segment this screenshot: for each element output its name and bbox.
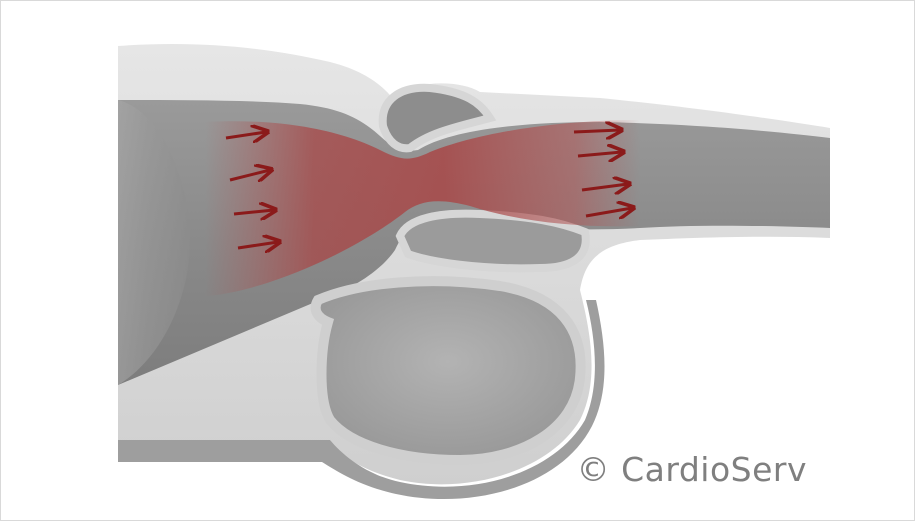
lower-chamber [316, 281, 581, 460]
flow-arrow [574, 130, 620, 132]
copyright-label: © CardioServ [577, 450, 807, 489]
